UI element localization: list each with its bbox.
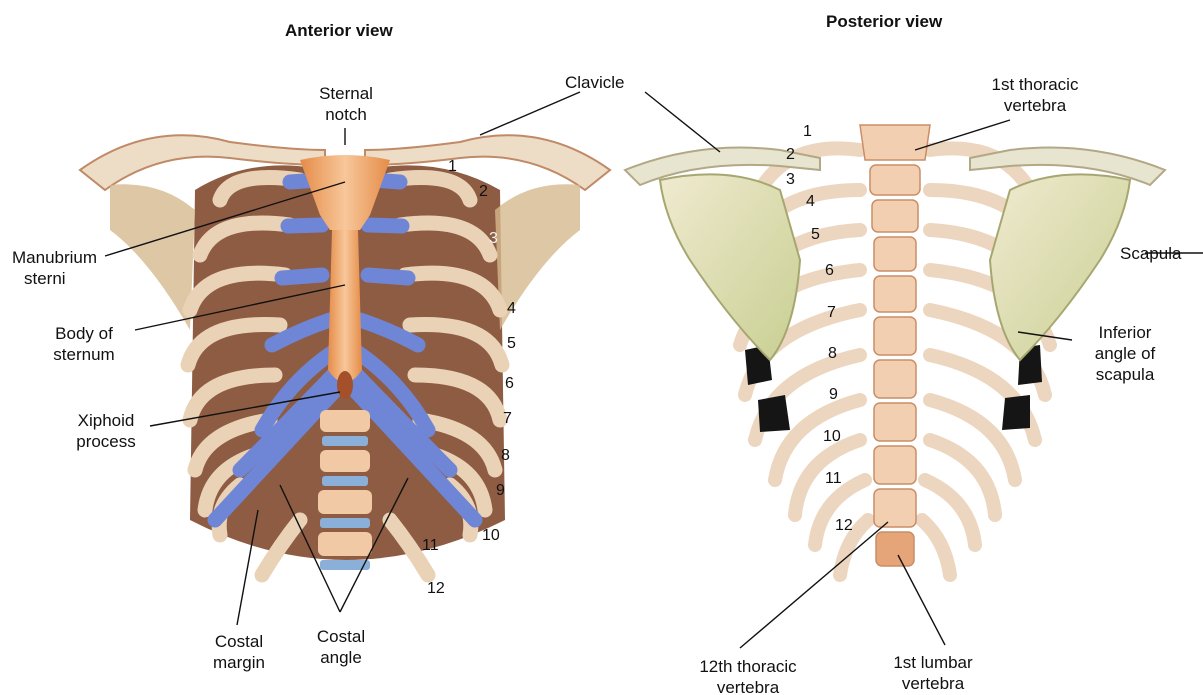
posterior-rib-number: 3 xyxy=(786,171,795,189)
label-sternal-notch: Sternal notch xyxy=(304,83,388,125)
posterior-rib-number: 2 xyxy=(786,146,795,164)
label-scapula: Scapula xyxy=(1120,243,1181,264)
label-manubrium-sterni: Manubrium sterni xyxy=(12,247,97,289)
posterior-rib-number: 4 xyxy=(806,193,815,211)
anterior-rib-number: 8 xyxy=(501,447,510,465)
anterior-rib-number: 10 xyxy=(482,527,500,545)
anterior-rib-number: 4 xyxy=(507,300,516,318)
anterior-rib-number: 5 xyxy=(507,335,516,353)
anterior-rib-number: 2 xyxy=(479,183,488,201)
posterior-rib-number: 6 xyxy=(825,262,834,280)
label-xiphoid-process: Xiphoid process xyxy=(60,410,152,452)
label-clavicle: Clavicle xyxy=(565,72,625,93)
label-body-of-sternum: Body of sternum xyxy=(38,323,130,365)
anterior-view-title: Anterior view xyxy=(285,21,393,41)
anterior-rib-number: 12 xyxy=(427,580,445,598)
anterior-rib-number: 1 xyxy=(448,158,457,176)
label-12th-thoracic-vertebra: 12th thoracic vertebra xyxy=(683,656,813,695)
label-costal-angle: Costal angle xyxy=(305,626,377,668)
posterior-rib-number: 12 xyxy=(835,517,853,535)
anterior-rib-number: 6 xyxy=(505,375,514,393)
anterior-rib-number: 3 xyxy=(489,230,498,248)
posterior-rib-number: 8 xyxy=(828,345,837,363)
label-1st-lumbar-vertebra: 1st lumbar vertebra xyxy=(873,652,993,694)
posterior-rib-number: 10 xyxy=(823,428,841,446)
posterior-vertebral-column xyxy=(860,125,930,566)
posterior-rib-number: 11 xyxy=(825,470,842,488)
posterior-rib-number: 7 xyxy=(827,304,836,322)
label-inferior-angle-of-scapula: Inferior angle of scapula xyxy=(1070,322,1180,385)
anterior-rib-number: 7 xyxy=(503,410,512,428)
anterior-rib-number: 11 xyxy=(422,537,439,555)
posterior-rib-number: 1 xyxy=(803,123,812,141)
posterior-view-title: Posterior view xyxy=(826,12,942,32)
posterior-rib-number: 9 xyxy=(829,386,838,404)
anterior-rib-number: 9 xyxy=(496,482,505,500)
label-1st-thoracic-vertebra: 1st thoracic vertebra xyxy=(965,74,1105,116)
label-costal-margin: Costal margin xyxy=(203,631,275,673)
posterior-rib-number: 5 xyxy=(811,226,820,244)
